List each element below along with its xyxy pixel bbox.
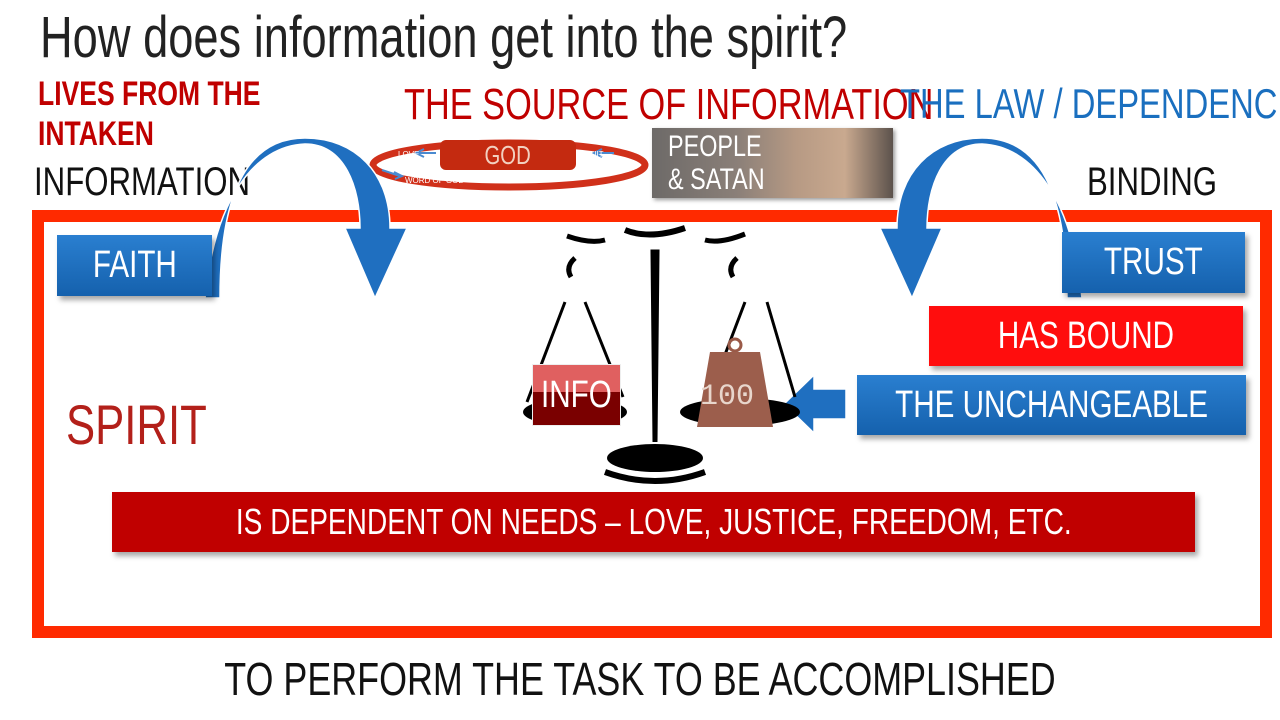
god-box: GOD xyxy=(440,140,576,170)
faith-box: FAITH xyxy=(57,235,212,296)
left-arrow-icon xyxy=(782,373,847,435)
law-heading: THE LAW / DEPENDENCE xyxy=(900,80,1280,127)
information-label: INFORMATION xyxy=(34,160,251,204)
love-label: LOVE xyxy=(398,150,420,159)
word-of-god-label: WORD OF GOD xyxy=(405,176,465,185)
fruit-label: FRUIT xyxy=(580,150,604,159)
trust-box: TRUST xyxy=(1062,232,1245,293)
spirit-label: SPIRIT xyxy=(66,393,207,456)
has-bound-box: HAS BOUND xyxy=(929,306,1243,366)
needs-bar: IS DEPENDENT ON NEEDS – LOVE, JUSTICE, F… xyxy=(112,492,1195,552)
task-caption: TO PERFORM THE TASK TO BE ACCOMPLISHED xyxy=(224,653,1056,705)
balance-scale-icon xyxy=(523,225,800,484)
unchangeable-box: THE UNCHANGEABLE xyxy=(857,375,1246,435)
people-satan-image: PEOPLE & SATAN xyxy=(652,128,893,198)
weight-label: 100 xyxy=(700,380,755,414)
lives-heading: LIVES FROM THE INTAKEN xyxy=(38,75,261,153)
curved-arrow-right-icon xyxy=(878,138,1083,300)
arrow-icon xyxy=(591,148,614,158)
arrow-icon xyxy=(413,148,436,158)
info-box: INFO xyxy=(532,364,621,426)
arrow-icon xyxy=(381,169,405,180)
spirit-frame xyxy=(32,210,1272,638)
source-heading: THE SOURCE OF INFORMATION xyxy=(404,80,934,129)
curved-arrow-left-icon xyxy=(204,138,409,300)
binding-label: BINDING xyxy=(1087,160,1218,204)
slide-title: How does information get into the spirit… xyxy=(40,5,848,70)
